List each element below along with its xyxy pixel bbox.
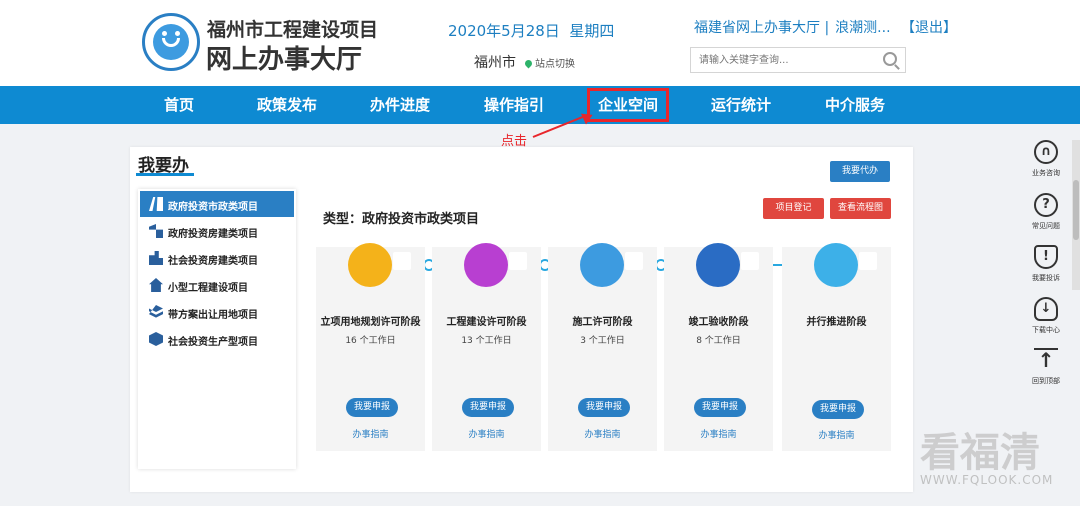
apply-button[interactable]: 我要申报 bbox=[578, 398, 630, 417]
float-item-back-top[interactable]: ↑ 回到顶部 bbox=[1032, 348, 1060, 385]
stage-name: 立项用地规划许可阶段 bbox=[320, 317, 421, 328]
apply-button[interactable]: 我要申报 bbox=[812, 400, 864, 419]
todo-panel: 我要办 我要代办 项目登记 查看流程图 政府投资市政类项目 政府投资房建类项目 … bbox=[130, 147, 913, 492]
float-item-complaint[interactable]: ! 我要投诉 bbox=[1020, 245, 1072, 289]
nav-item-intermediary[interactable]: 中介服务 bbox=[824, 96, 885, 114]
cube-icon bbox=[149, 332, 163, 346]
current-date: 2020年5月28日 星期四 bbox=[448, 22, 615, 40]
sidebar-item-gov-building[interactable]: 政府投资房建类项目 bbox=[140, 218, 294, 244]
building-icon bbox=[149, 224, 163, 238]
stage-days: 16 个工作日 bbox=[345, 336, 396, 346]
stage-days: 3 个工作日 bbox=[580, 336, 625, 346]
watermark-url: WWW.FQLOOK.COM bbox=[920, 473, 1054, 487]
apply-button[interactable]: 我要申报 bbox=[346, 398, 398, 417]
buildings-icon bbox=[149, 251, 163, 265]
guide-link[interactable]: 办事指南 bbox=[584, 430, 621, 440]
guide-link[interactable]: 办事指南 bbox=[468, 430, 505, 440]
apply-button[interactable]: 我要申报 bbox=[694, 398, 746, 417]
float-item-consult[interactable]: ∩ 业务咨询 bbox=[1020, 140, 1072, 184]
guide-link[interactable]: 办事指南 bbox=[352, 430, 389, 440]
sidebar-item-social-production[interactable]: 社会投资生产型项目 bbox=[140, 326, 294, 352]
float-item-download[interactable]: ↓ 下载中心 bbox=[1020, 297, 1072, 341]
badge-check-icon bbox=[696, 243, 759, 287]
nav-item-progress[interactable]: 办件进度 bbox=[369, 96, 430, 114]
nav-item-policy[interactable]: 政策发布 bbox=[256, 96, 317, 114]
search-input[interactable] bbox=[699, 52, 869, 68]
stage-card-construction-permit: 工程建设许可阶段 13 个工作日 我要申报 办事指南 bbox=[432, 243, 541, 451]
sidebar-item-gov-municipal[interactable]: 政府投资市政类项目 bbox=[140, 191, 294, 217]
main-nav: 首页 政策发布 办件进度 操作指引 企业空间 运行统计 中介服务 bbox=[0, 86, 1080, 124]
stage-name: 并行推进阶段 bbox=[806, 317, 867, 328]
server-icon bbox=[814, 243, 877, 287]
proxy-button[interactable]: 我要代办 bbox=[830, 161, 890, 182]
question-icon: ? bbox=[1034, 193, 1058, 217]
guide-link[interactable]: 办事指南 bbox=[700, 430, 737, 440]
pencil-ruler-icon bbox=[464, 243, 527, 287]
location-pin-icon bbox=[523, 58, 534, 69]
current-city: 福州市 bbox=[474, 55, 516, 71]
top-links: 福建省网上办事大厅 | 浪潮测... 【退出】 bbox=[694, 17, 963, 37]
layers-icon bbox=[149, 305, 163, 318]
sidebar-item-land-with-plan[interactable]: 带方案出让用地项目 bbox=[140, 299, 294, 325]
brand-title-line1: 福州市工程建设项目 bbox=[207, 19, 379, 41]
shield-alert-icon: ! bbox=[1034, 245, 1058, 269]
stage-days: 8 个工作日 bbox=[696, 336, 741, 346]
page-scrollbar[interactable] bbox=[1072, 140, 1080, 290]
project-type-label: 类型：政府投资市政类项目 bbox=[323, 212, 480, 227]
stage-card-completion-acceptance: 竣工验收阶段 8 个工作日 我要申报 办事指南 bbox=[664, 243, 773, 451]
sidebar-item-small-project[interactable]: 小型工程建设项目 bbox=[140, 272, 294, 298]
road-icon bbox=[149, 197, 163, 211]
site-switch-link[interactable]: 站点切换 bbox=[523, 55, 575, 70]
project-type-sidebar: 政府投资市政类项目 政府投资房建类项目 社会投资房建类项目 小型工程建设项目 带… bbox=[138, 189, 296, 469]
nav-item-statistics[interactable]: 运行统计 bbox=[710, 96, 771, 114]
panel-title: 我要办 bbox=[138, 156, 189, 176]
stage-card-work-permit: 施工许可阶段 3 个工作日 我要申报 办事指南 bbox=[548, 243, 657, 451]
search-box bbox=[690, 47, 906, 73]
stage-name: 施工许可阶段 bbox=[572, 317, 633, 328]
site-header: 福州市工程建设项目 网上办事大厅 2020年5月28日 星期四 福州市 站点切换… bbox=[0, 0, 1080, 86]
nav-item-enterprise-space[interactable]: 企业空间 bbox=[587, 88, 669, 122]
back-top-icon: ↑ bbox=[1034, 348, 1058, 372]
apply-button[interactable]: 我要申报 bbox=[462, 398, 514, 417]
scrollbar-thumb[interactable] bbox=[1073, 180, 1079, 240]
headset-icon: ∩ bbox=[1034, 140, 1058, 164]
portal-link[interactable]: 福建省网上办事大厅 | bbox=[694, 20, 830, 36]
brand-title-line2: 网上办事大厅 bbox=[206, 45, 363, 75]
click-annotation: 点击 bbox=[501, 134, 528, 149]
site-logo-icon[interactable] bbox=[142, 13, 200, 71]
folder-icon bbox=[348, 243, 411, 287]
guide-link[interactable]: 办事指南 bbox=[818, 431, 855, 441]
cloud-download-icon: ↓ bbox=[1034, 297, 1058, 321]
house-icon bbox=[149, 278, 163, 292]
logout-link[interactable]: 【退出】 bbox=[900, 20, 957, 36]
stage-name: 竣工验收阶段 bbox=[688, 317, 749, 328]
panel-title-underline bbox=[136, 173, 194, 176]
stage-card-parallel: 并行推进阶段 我要申报 办事指南 bbox=[782, 243, 891, 451]
search-icon[interactable] bbox=[883, 52, 897, 66]
watermark-text: 看福清 bbox=[920, 430, 1040, 476]
worker-icon bbox=[580, 243, 643, 287]
stage-card-project-land-planning: 立项用地规划许可阶段 16 个工作日 我要申报 办事指南 bbox=[316, 243, 425, 451]
nav-item-guide[interactable]: 操作指引 bbox=[483, 96, 544, 114]
project-register-button[interactable]: 项目登记 bbox=[763, 198, 824, 219]
nav-item-home[interactable]: 首页 bbox=[163, 96, 194, 114]
view-flowchart-button[interactable]: 查看流程图 bbox=[830, 198, 891, 219]
sidebar-item-social-building[interactable]: 社会投资房建类项目 bbox=[140, 245, 294, 271]
float-item-faq[interactable]: ? 常见问题 bbox=[1020, 193, 1072, 237]
stage-days: 13 个工作日 bbox=[461, 336, 512, 346]
stage-name: 工程建设许可阶段 bbox=[446, 317, 527, 328]
user-name[interactable]: 浪潮测... bbox=[835, 20, 895, 36]
float-toolbar: ∩ 业务咨询 ? 常见问题 ! 我要投诉 ↓ 下载中心 ↑ 回到顶部 bbox=[1020, 140, 1072, 390]
